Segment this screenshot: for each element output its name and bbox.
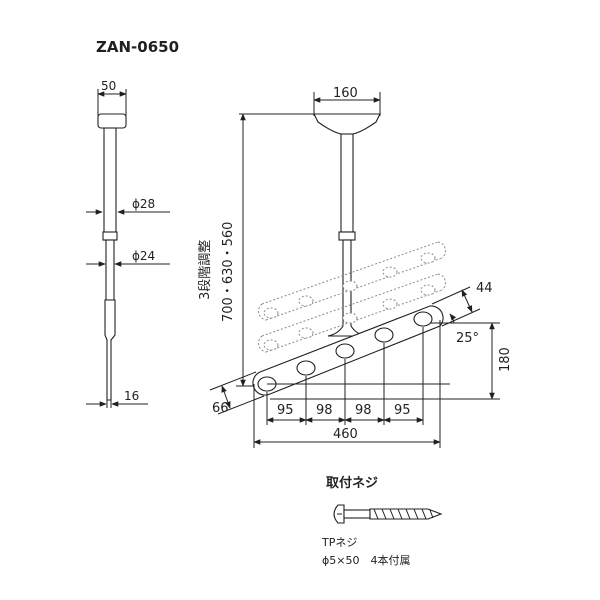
side-hook: [104, 299, 116, 401]
side-upper-pipe: [103, 127, 117, 241]
side-lower-diameter-label: ϕ24: [132, 249, 155, 263]
screw-spec-label: ϕ5×50 4本付属: [322, 553, 410, 567]
front-view: 160 3段階調整 700・630・560: [198, 86, 513, 448]
screw-heading: 取付ネジ: [326, 475, 378, 491]
side-bottom-width-label: 16: [124, 389, 139, 403]
side-bracket: [97, 113, 127, 129]
side-upper-diameter-label: ϕ28: [132, 197, 155, 211]
hole-pitch-label: 98: [355, 403, 372, 418]
screw-icon: [333, 504, 443, 524]
side-top-width-label: 50: [101, 79, 116, 93]
rise-height-label: 180: [498, 347, 513, 372]
side-lower-pipe: [105, 239, 115, 301]
hanger-hole: [335, 343, 355, 359]
hole-pitch-label: 95: [394, 403, 411, 418]
end-offset-label: 66: [212, 401, 229, 416]
ghost-bar-upper: [258, 241, 446, 321]
height-adjust-label: 3段階調整: [198, 240, 213, 300]
lower-pipe: [342, 239, 352, 319]
hole-pitch-label: 95: [277, 403, 294, 418]
model-title: ZAN-0650: [96, 38, 179, 56]
bar-thickness-label: 44: [476, 281, 493, 296]
height-values-label: 700・630・560: [221, 222, 236, 322]
hanger-hole: [296, 360, 316, 376]
total-length-label: 460: [333, 427, 358, 442]
hole-pitch-label: 98: [316, 403, 333, 418]
upper-pipe: [340, 133, 354, 233]
screw-type-label: TPネジ: [321, 536, 357, 549]
base-width-label: 160: [333, 86, 358, 101]
hanger-hole: [413, 311, 433, 327]
tilt-angle-label: 25°: [456, 331, 479, 346]
ceiling-base: [313, 113, 381, 135]
screw-section: 取付ネジ TPネジ ϕ5×50 4本付属: [321, 475, 443, 567]
ghost-bar-middle: [258, 273, 446, 353]
hanger-hole: [374, 327, 394, 343]
side-view: 50 ϕ28 ϕ24 16: [86, 79, 170, 408]
